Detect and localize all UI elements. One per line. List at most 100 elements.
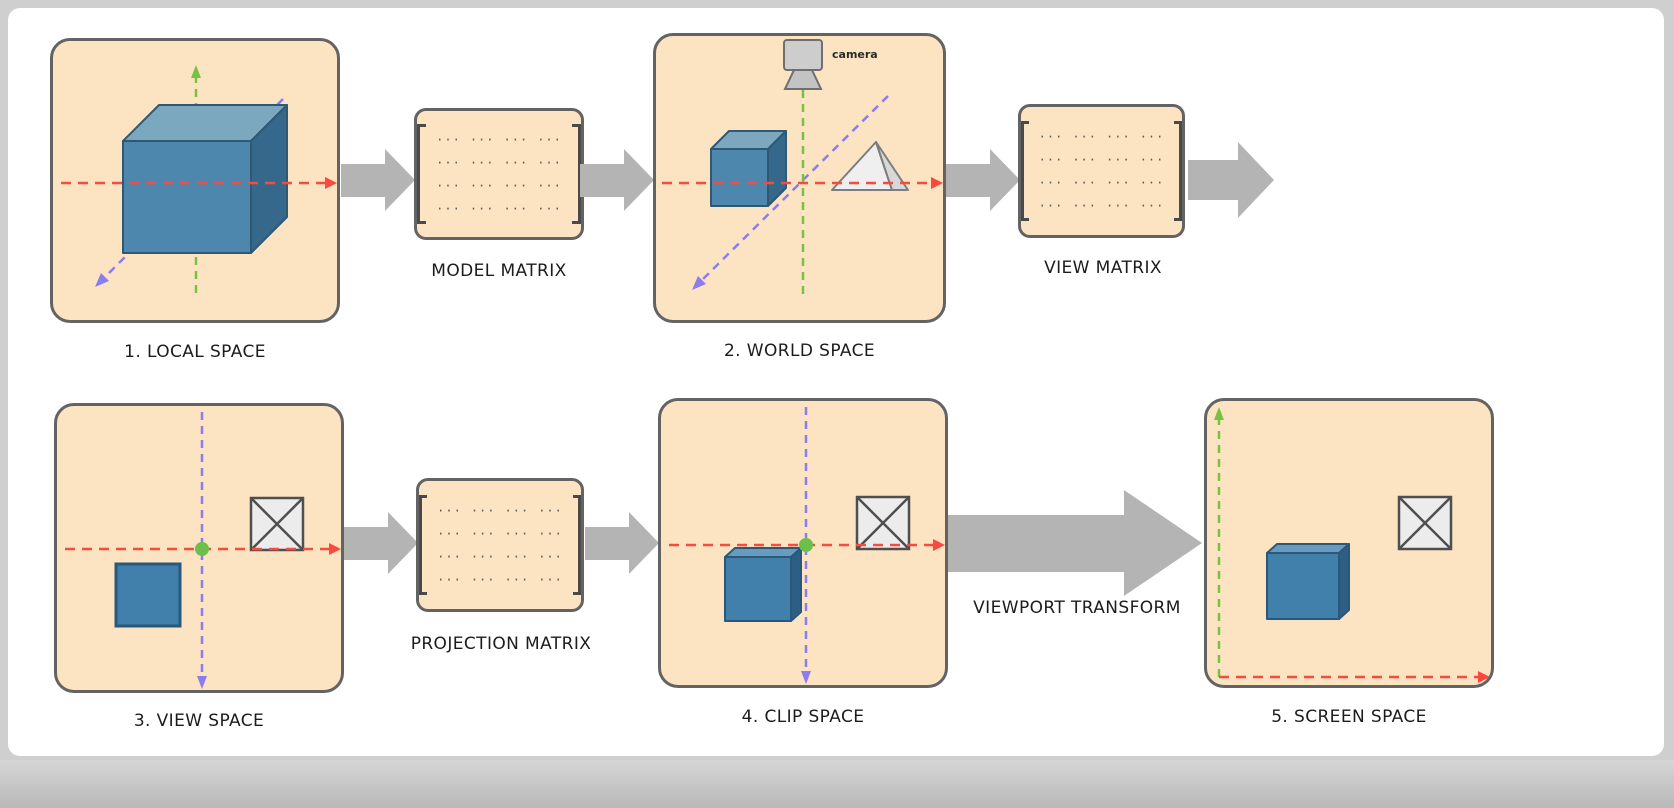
arrow-bar xyxy=(580,163,624,197)
matrix-cell: ··· xyxy=(537,132,562,147)
matrix-dots: ··· ··· ··· ··· ··· ··· ··· ··· ··· ··· ··· ··· ··· ·… xyxy=(1035,131,1169,212)
flow-arrow-6 xyxy=(585,512,659,574)
matrix-cell: ··· xyxy=(469,201,495,216)
matrix-cell: ··· xyxy=(537,201,562,216)
matrix-cell: ··· xyxy=(1072,198,1097,213)
cube-front-icon xyxy=(114,562,182,628)
origin-dot-icon xyxy=(195,542,209,556)
matrix-cell: ··· xyxy=(1106,129,1131,144)
camera-label: camera xyxy=(832,48,878,61)
x-axis-arrowhead-icon xyxy=(931,177,943,189)
matrix-cell: ··· xyxy=(1038,152,1064,167)
matrix-cell: ··· xyxy=(504,572,530,587)
view-space-figure xyxy=(65,412,341,689)
clip-space-panel xyxy=(658,398,948,688)
world-space-figure: camera xyxy=(662,39,943,300)
world-space-panel: camera xyxy=(653,33,946,323)
clip-space-label: 4. CLIP SPACE xyxy=(741,707,865,727)
view-space-panel xyxy=(54,403,344,693)
camera-icon xyxy=(783,39,823,90)
pyramid-icon xyxy=(831,141,909,191)
clip-space-figure xyxy=(669,407,945,684)
matrix-cell: ··· xyxy=(436,132,461,147)
matrix-cell: ··· xyxy=(436,201,461,216)
viewport-transform-label: VIEWPORT TRANSFORM xyxy=(973,598,1181,618)
z-axis-arrowhead-icon xyxy=(95,273,109,287)
matrix-cell: ··· xyxy=(503,132,529,147)
view-matrix-label: VIEW MATRIX xyxy=(1044,258,1162,278)
matrix-cell: ··· xyxy=(437,549,462,564)
flow-arrow-1 xyxy=(341,149,415,211)
projection-matrix-label: PROJECTION MATRIX xyxy=(410,634,592,654)
arrow-head-icon xyxy=(1238,142,1274,218)
x-axis-arrowhead-icon xyxy=(1478,671,1490,683)
arrow-bar xyxy=(341,163,385,197)
matrix-cell: ··· xyxy=(504,503,530,518)
arrow-head-icon xyxy=(624,149,654,211)
matrix-bracket-left xyxy=(417,124,427,224)
x-axis-arrowhead-icon xyxy=(329,543,341,555)
matrix-cell: ··· xyxy=(470,526,496,541)
matrix-cell: ··· xyxy=(1139,129,1165,144)
flow-arrow-4 xyxy=(1188,142,1274,218)
local-space-panel xyxy=(50,38,340,323)
crossed-square-icon xyxy=(1397,495,1453,551)
cube-3d-icon xyxy=(122,104,288,254)
matrix-cell: ··· xyxy=(470,549,496,564)
flow-arrow-5 xyxy=(344,512,418,574)
matrix-cell: ··· xyxy=(470,572,496,587)
matrix-cell: ··· xyxy=(1139,152,1165,167)
z-axis-arrowhead-icon xyxy=(197,676,207,689)
matrix-bracket-right xyxy=(571,124,581,224)
screen-space-panel xyxy=(1204,398,1494,688)
matrix-cell: ··· xyxy=(538,572,563,587)
screen-space-figure xyxy=(1214,407,1490,683)
window-bottom-strip xyxy=(0,760,1674,808)
crossed-square-icon xyxy=(249,496,305,552)
matrix-cell: ··· xyxy=(538,549,563,564)
matrix-cell: ··· xyxy=(1038,129,1064,144)
viewport-transform-arrow xyxy=(948,490,1202,596)
matrix-cell: ··· xyxy=(1139,198,1165,213)
matrix-cell: ··· xyxy=(1038,198,1064,213)
y-axis-arrowhead-icon xyxy=(1214,407,1224,420)
z-axis-purple xyxy=(699,95,889,283)
matrix-cell: ··· xyxy=(1072,129,1097,144)
screen-space-label: 5. SCREEN SPACE xyxy=(1271,707,1427,727)
matrix-cell: ··· xyxy=(538,503,563,518)
arrow-bar xyxy=(344,526,388,560)
cube-3d-icon xyxy=(1266,543,1350,620)
matrix-cell: ··· xyxy=(469,178,495,193)
matrix-cell: ··· xyxy=(503,201,529,216)
arrow-bar xyxy=(585,526,629,560)
matrix-cell: ··· xyxy=(1106,175,1131,190)
matrix-cell: ··· xyxy=(1106,198,1131,213)
flow-arrow-3 xyxy=(946,149,1020,211)
matrix-cell: ··· xyxy=(437,503,462,518)
matrix-cell: ··· xyxy=(470,503,496,518)
matrix-cell: ··· xyxy=(504,549,530,564)
flow-arrow-2 xyxy=(580,149,654,211)
matrix-dots: ········································… xyxy=(433,505,567,586)
diagram-card: 1. LOCAL SPACE ·························… xyxy=(6,6,1666,758)
arrow-bar xyxy=(1188,160,1238,200)
matrix-cell: ··· xyxy=(537,178,562,193)
matrix-cell: ··· xyxy=(1139,175,1165,190)
matrix-bracket-left xyxy=(419,495,428,595)
arrow-head-icon xyxy=(629,512,659,574)
matrix-cell: ··· xyxy=(538,526,563,541)
z-axis-arrowhead-icon xyxy=(692,276,706,290)
local-space-label: 1. LOCAL SPACE xyxy=(124,342,266,362)
origin-dot-icon xyxy=(799,538,813,552)
arrow-bar xyxy=(948,514,1124,572)
x-axis-arrowhead-icon xyxy=(325,177,337,189)
matrix-cell: ··· xyxy=(503,155,529,170)
matrix-cell: ··· xyxy=(436,155,461,170)
matrix-cell: ··· xyxy=(1072,152,1097,167)
view-matrix-box: ··· ··· ··· ··· ··· ··· ··· ··· ··· ··· ··· ··· ··· ·… xyxy=(1018,104,1185,238)
projection-matrix-box: ········································… xyxy=(416,478,584,612)
matrix-cell: ··· xyxy=(1072,175,1097,190)
z-axis-arrowhead-icon xyxy=(801,671,811,684)
matrix-cell: ··· xyxy=(469,155,495,170)
